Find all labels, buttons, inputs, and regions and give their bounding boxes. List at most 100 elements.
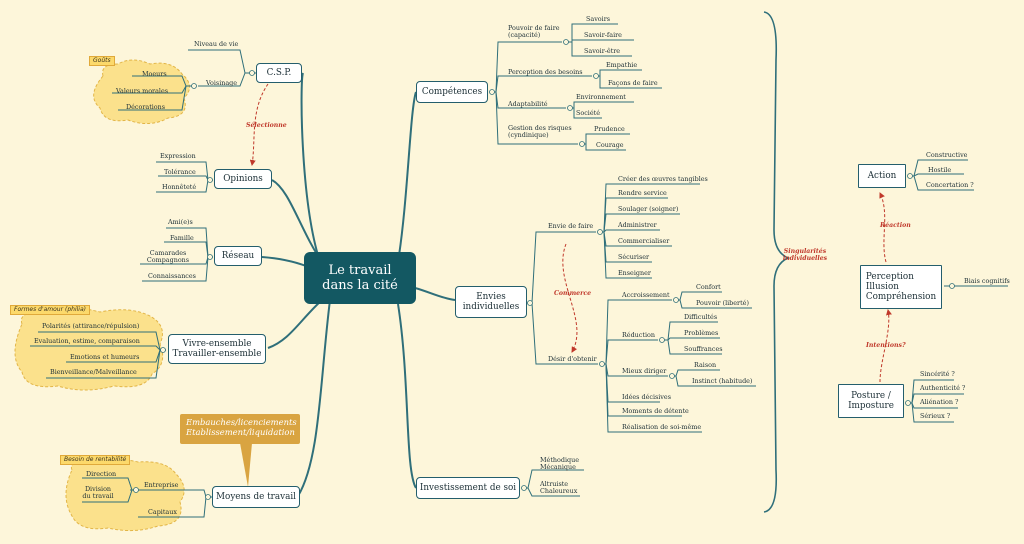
- action-hostile[interactable]: Hostile: [928, 166, 952, 174]
- posture-serieux[interactable]: Sérieux ?: [920, 412, 951, 420]
- reseau-compagnons[interactable]: Compagnons: [146, 256, 190, 264]
- action-concertation[interactable]: Concertation ?: [926, 181, 974, 189]
- envie-administrer[interactable]: Administrer: [618, 221, 657, 229]
- posture-line2: Imposture: [848, 401, 894, 411]
- opinions-tolerance[interactable]: Tolérance: [164, 168, 196, 176]
- souffrances[interactable]: Souffrances: [684, 345, 723, 353]
- pouvoir-de-faire[interactable]: Pouvoir de faire: [508, 24, 560, 32]
- competences-node[interactable]: Compétences: [416, 81, 488, 103]
- moyens-du-travail[interactable]: du travail: [82, 492, 114, 500]
- moyens-node[interactable]: Moyens de travail: [212, 486, 300, 508]
- courage[interactable]: Courage: [596, 141, 624, 149]
- commerce-label: Commerce: [554, 290, 592, 297]
- moments-de-detente[interactable]: Moments de détente: [622, 407, 689, 415]
- perception-des-besoins[interactable]: Perception des besoins: [508, 68, 583, 76]
- posture-node[interactable]: Posture /Imposture: [838, 384, 904, 418]
- savoir-faire[interactable]: Savoir-faire: [584, 31, 622, 39]
- philia-tag: Formes d'amour (philia): [10, 305, 90, 315]
- realisation-de-soi[interactable]: Réalisation de soi-même: [622, 423, 702, 431]
- reseau-connaissances[interactable]: Connaissances: [148, 272, 196, 280]
- action-label: Action: [867, 171, 897, 181]
- moyens-entreprise[interactable]: Entreprise: [144, 481, 179, 489]
- problemes[interactable]: Problèmes: [684, 329, 719, 337]
- philia-polarites[interactable]: Polarités (attirance/répulsion): [42, 322, 140, 330]
- gouts-valeurs-morales[interactable]: Valeurs morales: [116, 87, 169, 95]
- callout-pointer: [240, 443, 252, 487]
- callout-line1: Embauches/licenciements: [186, 417, 297, 427]
- vivre-line1: Vivre-ensemble: [182, 339, 252, 349]
- opinions-expression[interactable]: Expression: [160, 152, 196, 160]
- action-node[interactable]: Action: [858, 164, 906, 188]
- competences-label: Compétences: [421, 87, 483, 97]
- societe[interactable]: Société: [576, 109, 600, 117]
- confort[interactable]: Confort: [696, 283, 721, 291]
- selectionne-label: Sélectionne: [246, 122, 287, 129]
- gestion-des-risques[interactable]: Gestion des risques: [508, 124, 572, 132]
- envie-enseigner[interactable]: Enseigner: [618, 269, 651, 277]
- prudence[interactable]: Prudence: [594, 125, 625, 133]
- moyens-capitaux[interactable]: Capitaux: [148, 508, 177, 516]
- moyens-division[interactable]: Division: [84, 485, 112, 493]
- facons-de-faire[interactable]: Façons de faire: [608, 79, 658, 87]
- posture-alienation[interactable]: Aliénation ?: [920, 398, 959, 406]
- savoirs[interactable]: Savoirs: [586, 15, 611, 23]
- accroissement[interactable]: Accroissement: [622, 291, 670, 299]
- mieux-diriger[interactable]: Mieux diriger: [622, 367, 667, 375]
- raison[interactable]: Raison: [694, 361, 717, 369]
- adaptabilite[interactable]: Adaptabilité: [508, 100, 548, 108]
- gestion-cyndinique: (cyndinique): [508, 131, 549, 139]
- gouts-decorations[interactable]: Décorations: [126, 103, 166, 111]
- csp-node[interactable]: C.S.P.: [256, 63, 302, 83]
- difficultes[interactable]: Difficultés: [684, 313, 718, 321]
- envie-soulager[interactable]: Soulager (soigner): [618, 205, 679, 213]
- investissement-node[interactable]: Investissement de soi: [416, 477, 520, 499]
- philia-emotions[interactable]: Emotions et humeurs: [70, 353, 140, 361]
- pouvoir-capacite: (capacité): [508, 31, 541, 39]
- csp-niveau-de-vie[interactable]: Niveau de vie: [194, 40, 239, 48]
- reseau-camarades[interactable]: Camarades: [149, 249, 187, 257]
- invest-methodique[interactable]: Méthodique: [540, 456, 579, 464]
- empathie[interactable]: Empathie: [606, 61, 638, 69]
- environnement[interactable]: Environnement: [576, 93, 626, 101]
- opinions-label: Opinions: [223, 174, 263, 184]
- opinions-honnetete[interactable]: Honnêteté: [162, 183, 197, 191]
- posture-sincerite[interactable]: Sincérité ?: [920, 370, 955, 378]
- callout-line2: Etablissement/liquidation: [186, 427, 295, 437]
- invest-altruiste[interactable]: Altruiste: [540, 480, 569, 488]
- posture-authenticite[interactable]: Authenticité ?: [920, 384, 966, 392]
- reseau-famille[interactable]: Famille: [170, 234, 194, 242]
- idees-decisives[interactable]: Idées décisives: [622, 393, 671, 401]
- pouvoir-liberte[interactable]: Pouvoir (liberté): [696, 299, 749, 307]
- posture-line1: Posture /: [851, 391, 891, 401]
- envie-de-faire[interactable]: Envie de faire: [548, 222, 594, 230]
- opinions-node[interactable]: Opinions: [214, 169, 272, 189]
- savoir-etre[interactable]: Savoir-être: [584, 47, 621, 55]
- singularites-line2: individuelles: [782, 255, 828, 262]
- gouts-moeurs[interactable]: Moeurs: [142, 70, 167, 78]
- biais-cognitifs[interactable]: Biais cognitifs: [964, 277, 1010, 285]
- reduction[interactable]: Réduction: [622, 331, 655, 339]
- instinct-habitude[interactable]: Instinct (habitude): [692, 377, 753, 385]
- envie-creer[interactable]: Créer des œuvres tangibles: [618, 175, 708, 183]
- moyens-direction[interactable]: Direction: [86, 470, 117, 478]
- investissement-label: Investissement de soi: [419, 483, 517, 493]
- reseau-label: Réseau: [221, 251, 255, 261]
- envie-commercialiser[interactable]: Commercialiser: [618, 237, 670, 245]
- philia-bienveillance[interactable]: Bienveillance/Malveillance: [50, 368, 137, 376]
- invest-mecanique[interactable]: Mécanique: [540, 463, 576, 471]
- reseau-node[interactable]: Réseau: [214, 246, 262, 266]
- envie-securiser[interactable]: Sécuriser: [618, 253, 650, 261]
- envies-line2: individuelles: [462, 302, 520, 312]
- reseau-amis[interactable]: Ami(e)s: [168, 218, 193, 226]
- envie-rendre-service[interactable]: Rendre service: [618, 189, 667, 197]
- csp-voisinage[interactable]: Voisinage: [206, 79, 238, 87]
- desir-d-obtenir[interactable]: Désir d'obtenir: [548, 355, 597, 363]
- invest-chaleureux[interactable]: Chaleureux: [540, 487, 578, 495]
- action-constructive[interactable]: Constructive: [926, 151, 968, 159]
- philia-evaluation[interactable]: Evaluation, estime, comparaison: [34, 337, 140, 345]
